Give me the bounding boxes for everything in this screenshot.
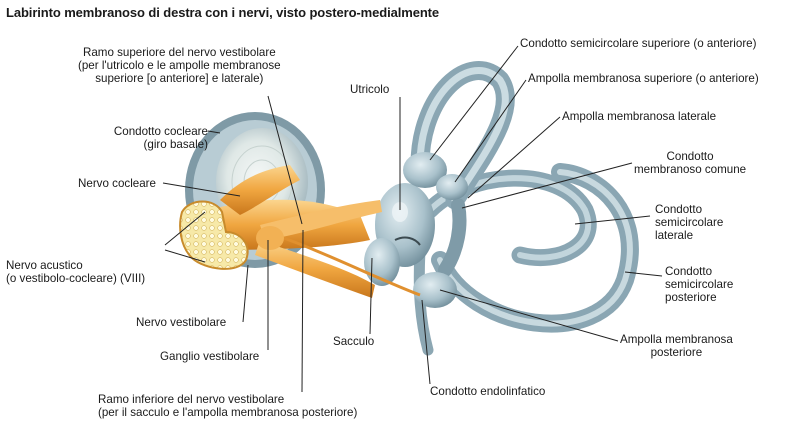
label-ramo-inferiore: Ramo inferiore del nervo vestibolare (pe… (98, 393, 358, 419)
superior-ampulla (403, 152, 447, 188)
vestibular-ganglion (256, 226, 284, 250)
label-utricolo: Utricolo (350, 83, 390, 96)
label-condotto-cocleare: Condotto cocleare (giro basale) (113, 125, 208, 151)
posterior-ampulla (413, 272, 457, 308)
label-ampolla-superiore: Ampolla membranosa superiore (o anterior… (528, 72, 759, 85)
lateral-ampulla (436, 174, 468, 200)
label-cond-semicirc-posteriore: Condotto semicircolare posteriore (665, 265, 734, 304)
leader-lines (162, 45, 663, 393)
common-membranous-duct (438, 198, 467, 277)
label-condotto-endolinfatico: Condotto endolinfatico (430, 385, 546, 398)
label-ganglio-vestibolare: Ganglio vestibolare (160, 350, 260, 363)
label-cond-semicirc-laterale: Condotto semicircolare laterale (655, 203, 724, 242)
label-ramo-superiore: Ramo superiore del nervo vestibolare (pe… (78, 46, 281, 85)
page-title: Labirinto membranoso di destra con i ner… (6, 5, 440, 20)
label-cond-semicirc-superiore: Condotto semicircolare superiore (o ante… (520, 37, 757, 50)
label-cond-membranoso-comune: Condotto membranoso comune (634, 150, 747, 176)
label-ampolla-posteriore: Ampolla membranosa posteriore (620, 333, 733, 359)
label-nervo-vestibolare: Nervo vestibolare (136, 316, 227, 329)
label-sacculo: Sacculo (333, 335, 375, 348)
label-nervo-cocleare: Nervo cocleare (78, 177, 156, 190)
label-nervo-acustico: Nervo acustico (o vestibolo-cocleare) (V… (6, 259, 146, 285)
label-ampolla-laterale: Ampolla membranosa laterale (562, 110, 717, 123)
